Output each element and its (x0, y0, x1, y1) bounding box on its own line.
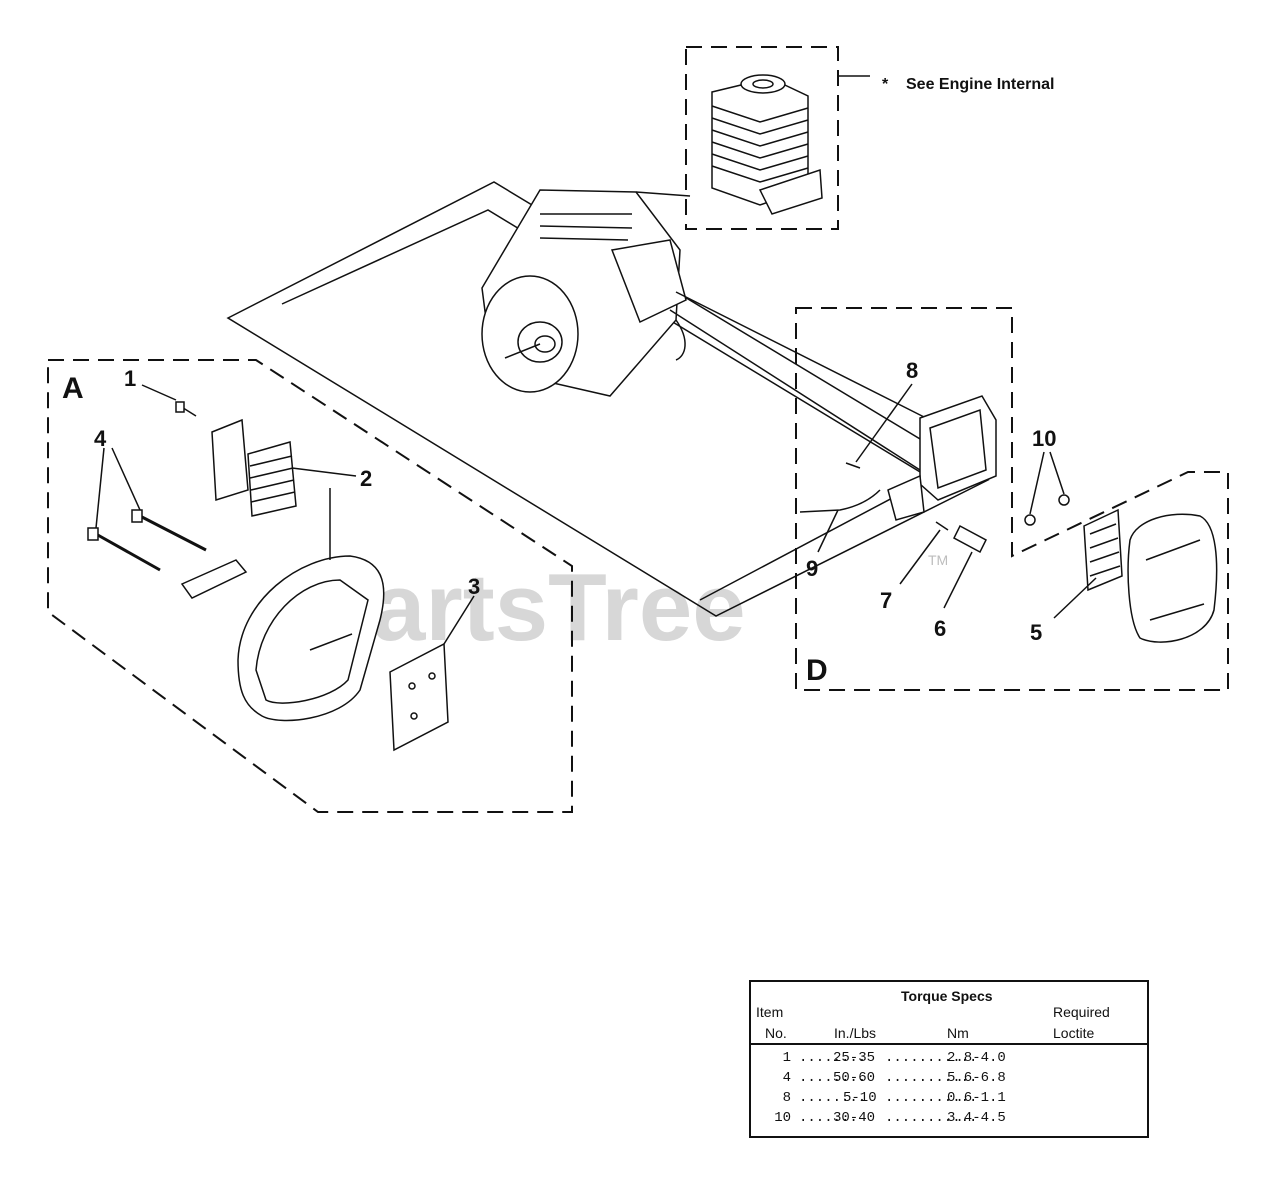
part-4-bolts (87, 509, 207, 572)
note-marker: * (882, 76, 889, 93)
section-a-boundary (47, 359, 573, 813)
row-dots: ........... (885, 1070, 978, 1086)
row-dots: ........... (885, 1090, 978, 1106)
section-a-label: A (62, 372, 84, 405)
callout-7-leader (899, 529, 941, 585)
engine-to-d-leader-2 (669, 309, 921, 471)
callout-1: 1 (124, 366, 136, 391)
row-inlbs: 50-60 (833, 1070, 876, 1086)
row-item: 1 (782, 1050, 791, 1066)
table-row: 4 ........ 50-60 ........... 5.6-6.8 (751, 1070, 1147, 1090)
row-nm: 2.8-4.0 (947, 1050, 1006, 1066)
part-5-filter (1083, 508, 1123, 592)
air-filter-cover (1127, 513, 1218, 643)
col-item-header-1: Item (756, 1004, 784, 1020)
cylinder-leader (635, 191, 691, 197)
row-dots: ........ (799, 1050, 867, 1066)
section-d-boundary (795, 307, 1229, 691)
row-inlbs: 25-35 (833, 1050, 876, 1066)
row-nm: 3.4-4.5 (947, 1110, 1006, 1126)
col-loctite-header-1: Required (1053, 1004, 1110, 1020)
row-dots: ........... (885, 1110, 978, 1126)
row-item: 10 (774, 1110, 791, 1126)
part-7-screw (935, 521, 949, 531)
callout-10: 10 (1032, 426, 1056, 451)
air-filter-base (887, 395, 997, 521)
callout-4: 4 (94, 426, 107, 451)
part-6-sleeve (953, 524, 987, 554)
cylinder-part (711, 74, 823, 215)
row-dots: ........... (885, 1050, 978, 1066)
callout-5-leader (1053, 577, 1097, 619)
callout-3: 3 (468, 574, 480, 599)
row-item: 8 (782, 1090, 791, 1106)
callout-2: 2 (360, 466, 372, 491)
col-item-header-2: No. (765, 1025, 787, 1041)
table-row: 8 ........ 5-10 ........... 0.6-1.1 (751, 1090, 1147, 1110)
callout-3-leader (443, 595, 475, 645)
engine-internal-note: See Engine Internal (906, 76, 1054, 93)
callout-10-leader (1029, 451, 1065, 515)
row-inlbs: 5-10 (843, 1090, 877, 1106)
row-nm: 0.6-1.1 (947, 1090, 1006, 1106)
torque-specs-table: Torque Specs Item No. In./Lbs Nm Require… (749, 980, 1149, 1138)
engine-block (481, 189, 687, 397)
table-row: 10 ....... 30-40 ........... 3.4-4.5 (751, 1110, 1147, 1130)
callout-7: 7 (880, 588, 892, 613)
callout-2-leader (291, 467, 357, 477)
part-1-screw (175, 401, 197, 417)
callout-8-leader (855, 383, 913, 463)
part-10-nuts (1024, 494, 1070, 526)
row-nm: 5.6-6.8 (947, 1070, 1006, 1086)
row-item: 4 (782, 1070, 791, 1086)
part-9-wire (799, 489, 881, 513)
col-loctite-header-2: Loctite (1053, 1025, 1095, 1041)
callout-5: 5 (1030, 620, 1042, 645)
row-inlbs: 30-40 (833, 1110, 876, 1126)
callout-8: 8 (906, 358, 918, 383)
part-3-baffle (389, 642, 449, 752)
section-d-label: D (806, 654, 828, 687)
callout-1-leader (141, 384, 177, 401)
part-2-screen (211, 418, 297, 517)
engine-to-d-leader (675, 291, 931, 421)
callout-4-leader (95, 447, 141, 529)
table-row: 1 ........ 25-35 ........... 2.8-4.0 (751, 1050, 1147, 1070)
row-dots: ........ (799, 1070, 867, 1086)
callout-6-leader (943, 551, 973, 609)
header-rule (751, 1043, 1147, 1045)
callout-9-leader (817, 509, 839, 553)
callout-9: 9 (806, 556, 818, 581)
row-dots: ....... (799, 1110, 858, 1126)
col-inlbs-header: In./Lbs (834, 1025, 877, 1041)
engine-internal-box (685, 46, 839, 230)
muffler-body (237, 555, 385, 722)
watermark-trademark: TM (928, 552, 948, 568)
engine-outline-inner (281, 209, 932, 601)
callout-6: 6 (934, 616, 946, 641)
row-dots: ........ (799, 1090, 867, 1106)
muffler-plate (180, 559, 248, 599)
torque-table-title: Torque Specs (901, 988, 993, 1004)
col-nm-header: Nm (947, 1025, 969, 1041)
part-8-screw (845, 462, 861, 469)
